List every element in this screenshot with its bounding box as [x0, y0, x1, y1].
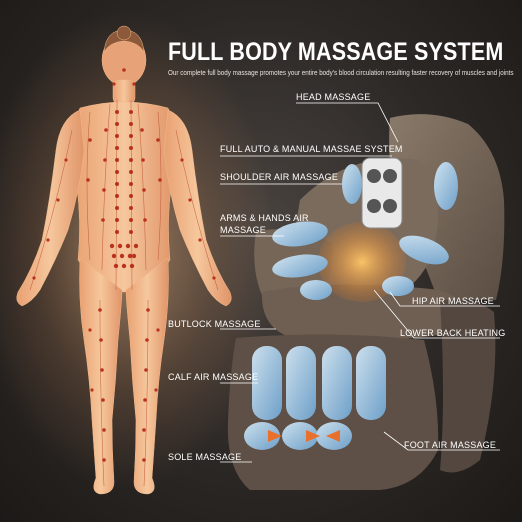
- label-arms-hands-line2: MASSAGE: [220, 225, 266, 235]
- label-butlock-massage: BUTLOCK MASSAGE: [168, 319, 261, 329]
- calf-airbag-3: [322, 346, 352, 420]
- hip-airbag-left: [300, 280, 332, 300]
- shoulder-airbag-left: [342, 164, 362, 204]
- calf-airbag-1: [252, 346, 282, 420]
- label-calf-air-massage: CALF AIR MASSAGE: [168, 372, 259, 382]
- hip-airbag-right: [382, 276, 414, 296]
- label-auto-manual-system: FULL AUTO & MANUAL MASSAE SYSTEM: [220, 144, 403, 154]
- figure-neck: [112, 79, 136, 105]
- leader-lines: [220, 102, 500, 463]
- chair-side-panel: [440, 299, 496, 473]
- label-hip-air-massage: HIP AIR MASSAGE: [412, 296, 494, 306]
- label-head-massage: HEAD MASSAGE: [296, 92, 371, 102]
- air-bags: [244, 162, 458, 450]
- massage-rollers: [361, 157, 403, 229]
- foot-airbag-2: [282, 422, 318, 450]
- sole-arrows: [268, 430, 340, 442]
- arm-airbag-1: [272, 221, 328, 247]
- page-title: FULL BODY MASSAGE SYSTEM: [168, 38, 504, 66]
- label-arms-hands-line1: ARMS & HANDS AIR: [220, 213, 309, 223]
- page-subtitle: Our complete full body massage promotes …: [168, 68, 514, 77]
- foot-airbag-1: [244, 422, 280, 450]
- label-shoulder-air-massage: SHOULDER AIR MASSAGE: [220, 172, 339, 182]
- figure-hair-knot: [116, 25, 132, 41]
- arm-airbag-3: [399, 235, 449, 265]
- calf-airbag-4: [356, 346, 386, 420]
- label-lower-back-heating: LOWER BACK HEATING: [400, 328, 506, 338]
- label-foot-air-massage: FOOT AIR MASSAGE: [404, 440, 497, 450]
- acupoints: [32, 68, 216, 462]
- figure-torso: [72, 101, 176, 293]
- figure-hair-bun: [103, 29, 145, 53]
- label-sole-massage: SOLE MASSAGE: [168, 452, 242, 462]
- calf-airbag-2: [286, 346, 316, 420]
- shoulder-airbag-right: [434, 162, 458, 210]
- arm-airbag-2: [272, 254, 328, 278]
